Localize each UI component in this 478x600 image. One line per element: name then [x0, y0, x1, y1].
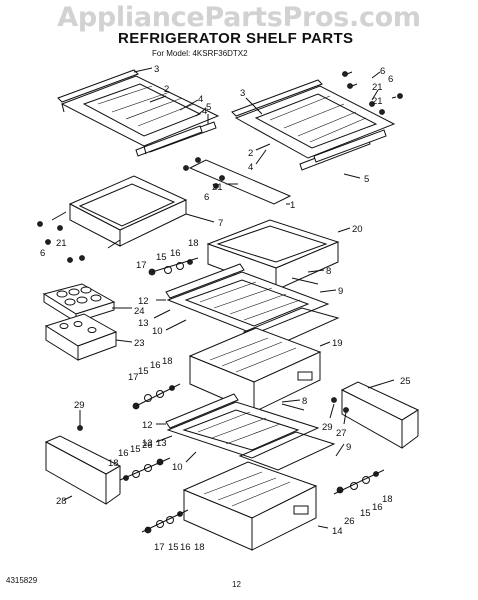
bottom-drawer [182, 461, 318, 551]
lower-left-hardware [119, 457, 171, 481]
callout: 13 [156, 438, 167, 449]
callout: 10 [152, 326, 163, 337]
callout: 18 [162, 356, 173, 367]
callout: 27 [336, 428, 347, 439]
callout: 26 [142, 440, 153, 451]
callout: 2 [248, 148, 253, 159]
callout: 18 [188, 238, 199, 249]
document-number: 4315829 [6, 576, 38, 585]
callout: 9 [338, 286, 343, 297]
callout: 16 [118, 448, 129, 459]
callout: 12 [142, 420, 153, 431]
callout: 4 [202, 106, 207, 117]
callout: 17 [136, 260, 147, 271]
callout: 3 [240, 88, 245, 99]
lower-glass-shelf [165, 393, 320, 459]
callout: 17 [154, 542, 165, 553]
callout: 4 [198, 94, 203, 105]
callout: 28 [56, 496, 67, 507]
callout: 9 [346, 442, 351, 453]
middle-hardware [132, 383, 181, 410]
callout: 13 [142, 438, 153, 449]
callout: 23 [134, 338, 145, 349]
callout: 15 [156, 252, 167, 263]
callout: 6 [204, 192, 209, 203]
callout: 10 [172, 462, 183, 473]
diagram-title: REFRIGERATOR SHELF PARTS [118, 30, 354, 47]
callout: 21 [372, 96, 383, 107]
callout: 18 [382, 494, 393, 505]
top-right-shelf-assembly [188, 79, 396, 205]
callout: 3 [154, 64, 159, 75]
egg-tray [42, 283, 116, 323]
callout: 6 [380, 66, 385, 77]
callout: 15 [130, 444, 141, 455]
callout: 16 [150, 360, 161, 371]
callout: 17 [128, 372, 139, 383]
glass-plate-lower [238, 431, 336, 471]
callout: 5 [364, 174, 369, 185]
top-right-screws [183, 71, 403, 189]
callout: 26 [344, 516, 355, 527]
callout: 19 [332, 338, 343, 349]
callout: 16 [180, 542, 191, 553]
callout: 25 [400, 376, 411, 387]
callout: 2 [164, 84, 169, 95]
callout: 15 [360, 508, 371, 519]
upper-hardware [148, 257, 199, 276]
callout: 7 [218, 218, 223, 229]
callout: 1 [290, 200, 295, 211]
callout: 20 [352, 224, 363, 235]
leader-lines [63, 67, 395, 529]
watermark: AppliancePartsPros.com [57, 2, 421, 33]
callout: 4 [248, 162, 253, 173]
callout: 18 [108, 458, 119, 469]
callout: 6 [40, 248, 45, 259]
page-number: 12 [232, 580, 241, 589]
callout: 16 [372, 502, 383, 513]
callout: 6 [388, 74, 393, 85]
butter-compartment [44, 313, 118, 361]
callout: 15 [138, 366, 149, 377]
top-left-shelf-assembly [57, 69, 220, 157]
model-line: For Model: 4KSRF36DTX2 [152, 49, 248, 58]
callout: 13 [138, 318, 149, 329]
middle-glass-shelf [165, 263, 330, 335]
callout: 12 [138, 296, 149, 307]
callout: 24 [134, 306, 145, 317]
meat-drawer [188, 327, 322, 413]
callout: 21 [56, 238, 67, 249]
callout: 21 [372, 82, 383, 93]
callout: 29 [322, 422, 333, 433]
callout-labels: 3 2 4 4 5 3 6 6 21 21 2 4 21 6 5 1 7 21 … [40, 64, 411, 553]
callout: 18 [194, 542, 205, 553]
crisper-cover-left [37, 175, 188, 263]
callout: 29 [74, 400, 85, 411]
callout: 5 [206, 102, 211, 113]
callout: 8 [326, 266, 331, 277]
callout: 14 [332, 526, 343, 537]
bracket-left [44, 425, 122, 505]
callout: 8 [302, 396, 307, 407]
callout: 16 [170, 248, 181, 259]
lower-right-hardware [333, 469, 385, 495]
callout: 21 [212, 182, 223, 193]
callout: 15 [168, 542, 179, 553]
bracket-right [331, 381, 420, 449]
bottom-hardware [141, 509, 189, 534]
